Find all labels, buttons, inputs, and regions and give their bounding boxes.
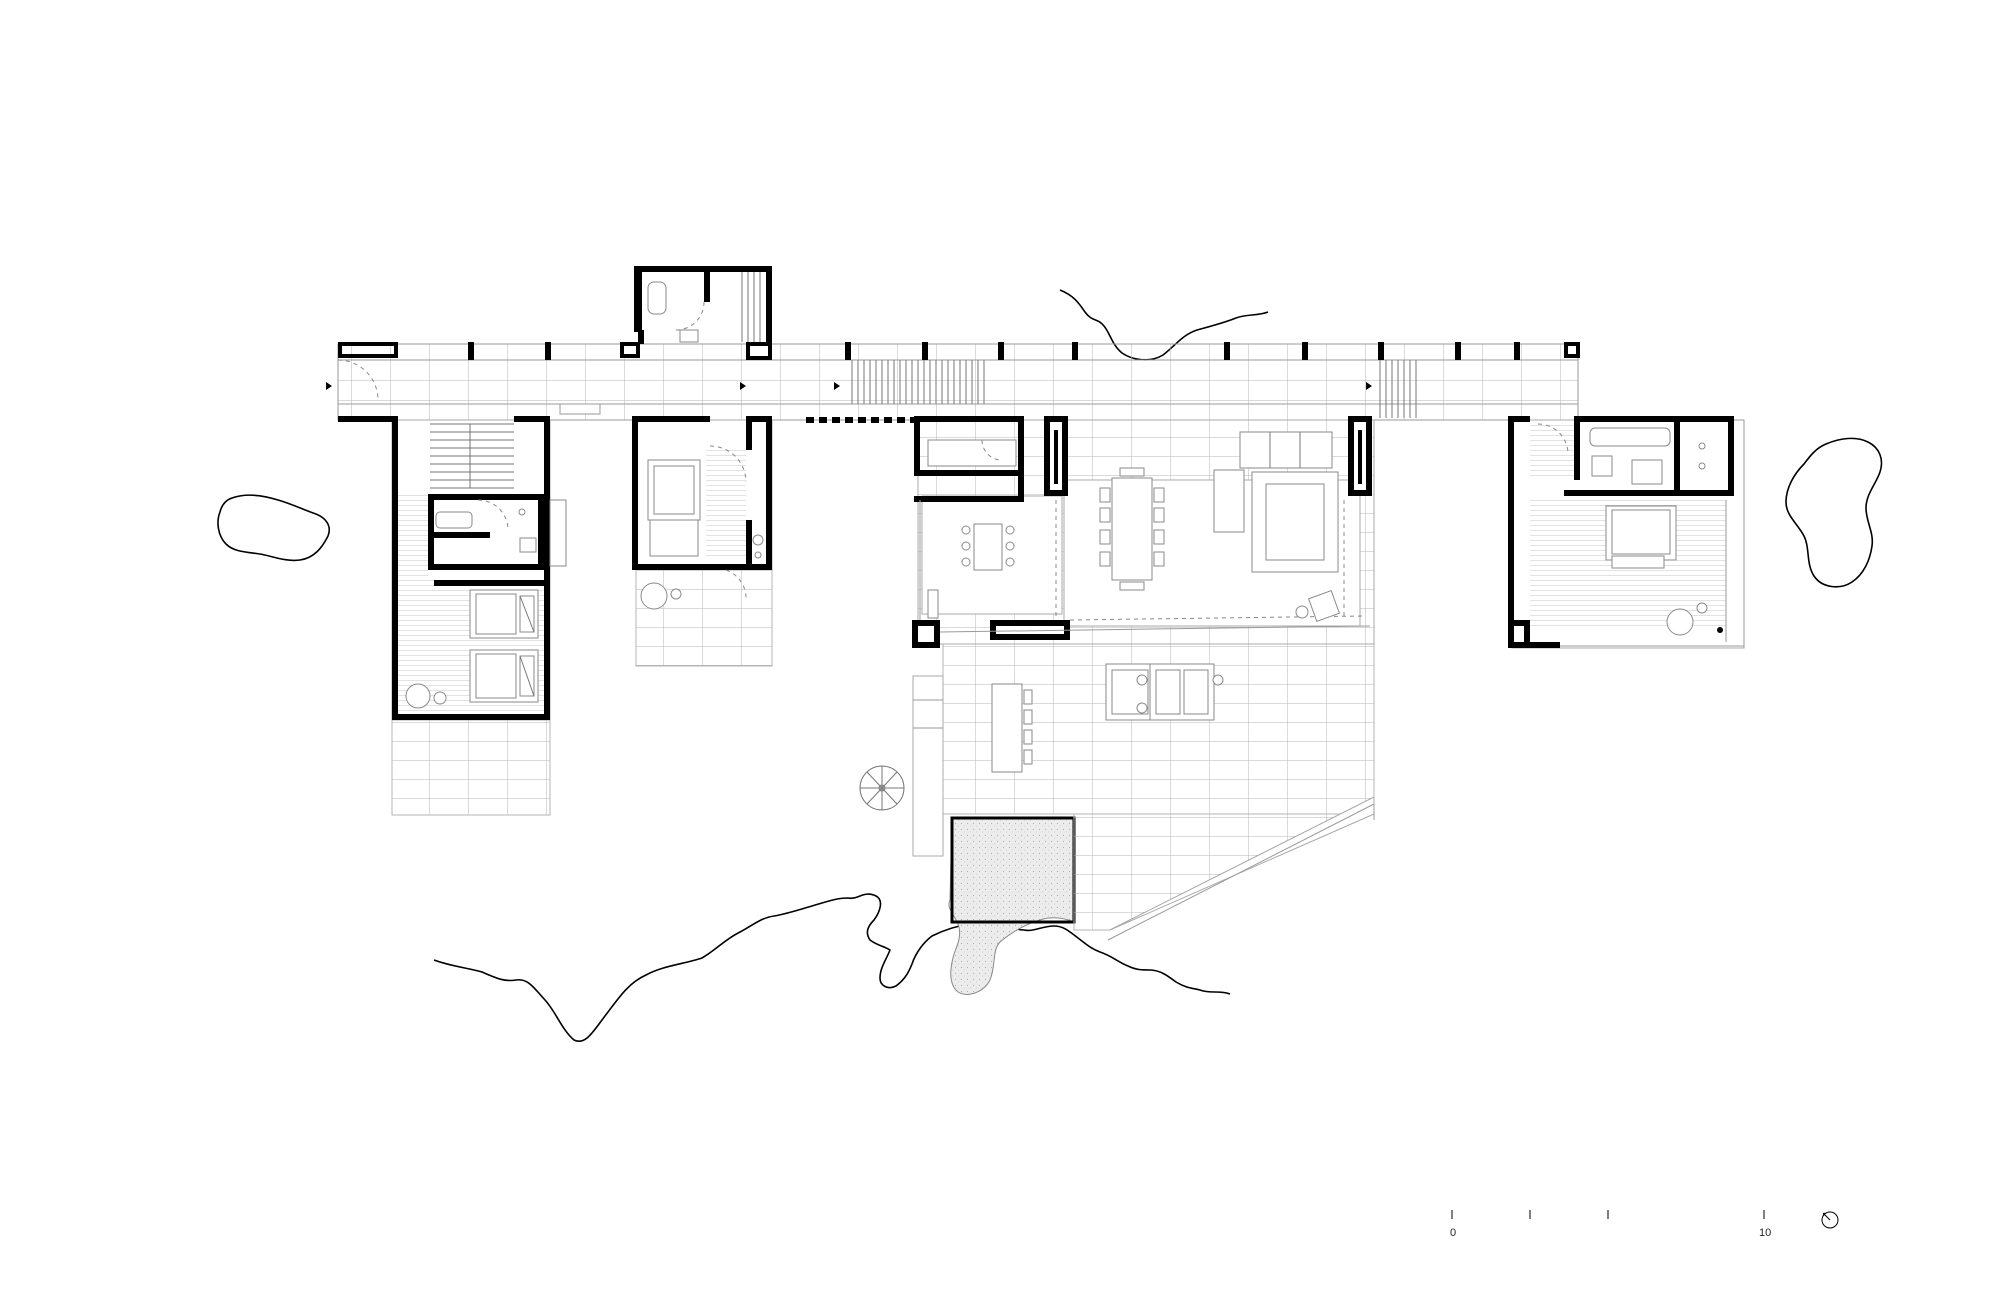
scale-label-end: 10: [1759, 1227, 1771, 1239]
east-wing: [1508, 416, 1745, 649]
arrow-marker: [740, 382, 746, 390]
scale-label-start: 0: [1450, 1227, 1456, 1239]
bathtub: [1589, 427, 1671, 447]
corridor-piers: [338, 342, 1580, 423]
arrow-marker: [326, 382, 332, 390]
spiral-stair-icon: [859, 765, 905, 811]
bed: [469, 649, 539, 703]
outdoor-table: [991, 683, 1023, 773]
rock-west: [217, 494, 331, 562]
dining-table: [1111, 477, 1153, 581]
bathtub: [647, 281, 667, 315]
scale-bar: 0 10: [1450, 1210, 1771, 1239]
rock-east: [1785, 437, 1883, 588]
bed: [469, 589, 539, 639]
north-pavilion: [620, 266, 772, 360]
coastline-south: [433, 893, 1231, 1043]
west-terrace: [391, 719, 551, 816]
terrace-furniture: [991, 663, 1224, 773]
middle-wing: [632, 416, 773, 610]
arrow-marker: [1366, 382, 1372, 390]
pool: [948, 816, 1076, 995]
corridor: [326, 343, 1579, 421]
arrow-marker: [834, 382, 840, 390]
pool-deck: [1073, 796, 1375, 931]
west-wing: [338, 416, 567, 721]
sofa: [1239, 431, 1333, 469]
compass-circle-icon: [1821, 1211, 1839, 1229]
kitchen-island: [973, 523, 1003, 571]
living-block: [912, 416, 1375, 648]
terraces: [391, 569, 1375, 941]
corridor-steps: [851, 360, 1417, 418]
